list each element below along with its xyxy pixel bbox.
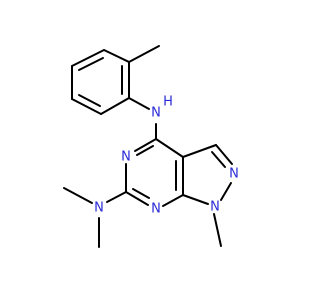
bond-benzene-1 <box>103 49 130 63</box>
bond-c6-nme2 <box>106 191 127 203</box>
bond-aryl-nh <box>128 97 150 110</box>
atom-label-nh-hydrogen: H <box>163 95 173 110</box>
atom-label-n7: N <box>151 202 161 217</box>
bond-n1-c7a <box>182 194 209 205</box>
bond-c4-n3 <box>134 138 157 152</box>
bond-n2-n1 <box>220 182 232 201</box>
bond-c4-n3-double <box>136 145 154 156</box>
bond-aryl-methyl <box>128 45 160 63</box>
bond-nme2-methyl-a <box>63 187 93 204</box>
atom-labels: N H N N N N N <box>94 95 239 217</box>
atom-label-nh: N <box>151 106 161 121</box>
bond-c6-n7-double <box>132 188 150 199</box>
bond-benzene-4 <box>71 98 102 115</box>
bond-c6-n7 <box>125 191 149 206</box>
atom-label-n2: N <box>229 167 239 182</box>
bond-c3-n2-double <box>211 151 226 168</box>
atom-label-n1: N <box>210 200 220 215</box>
atom-label-n3: N <box>121 150 131 165</box>
bond-c3a-c3 <box>182 144 217 158</box>
bond-layer <box>63 45 233 248</box>
bond-n1-methyl <box>213 213 222 247</box>
atom-label-nme2: N <box>94 201 104 216</box>
bond-benzene-4-inner <box>78 94 101 107</box>
bond-benzene-2-inner <box>78 57 104 71</box>
bond-benzene-5 <box>100 97 130 115</box>
bond-c3-n2 <box>215 144 233 165</box>
bond-benzene-2 <box>71 49 105 67</box>
bond-n7-c7a <box>162 194 184 207</box>
molecule-structure-diagram: N H N N N N N <box>63 45 239 248</box>
bond-c3a-c4 <box>155 138 184 158</box>
